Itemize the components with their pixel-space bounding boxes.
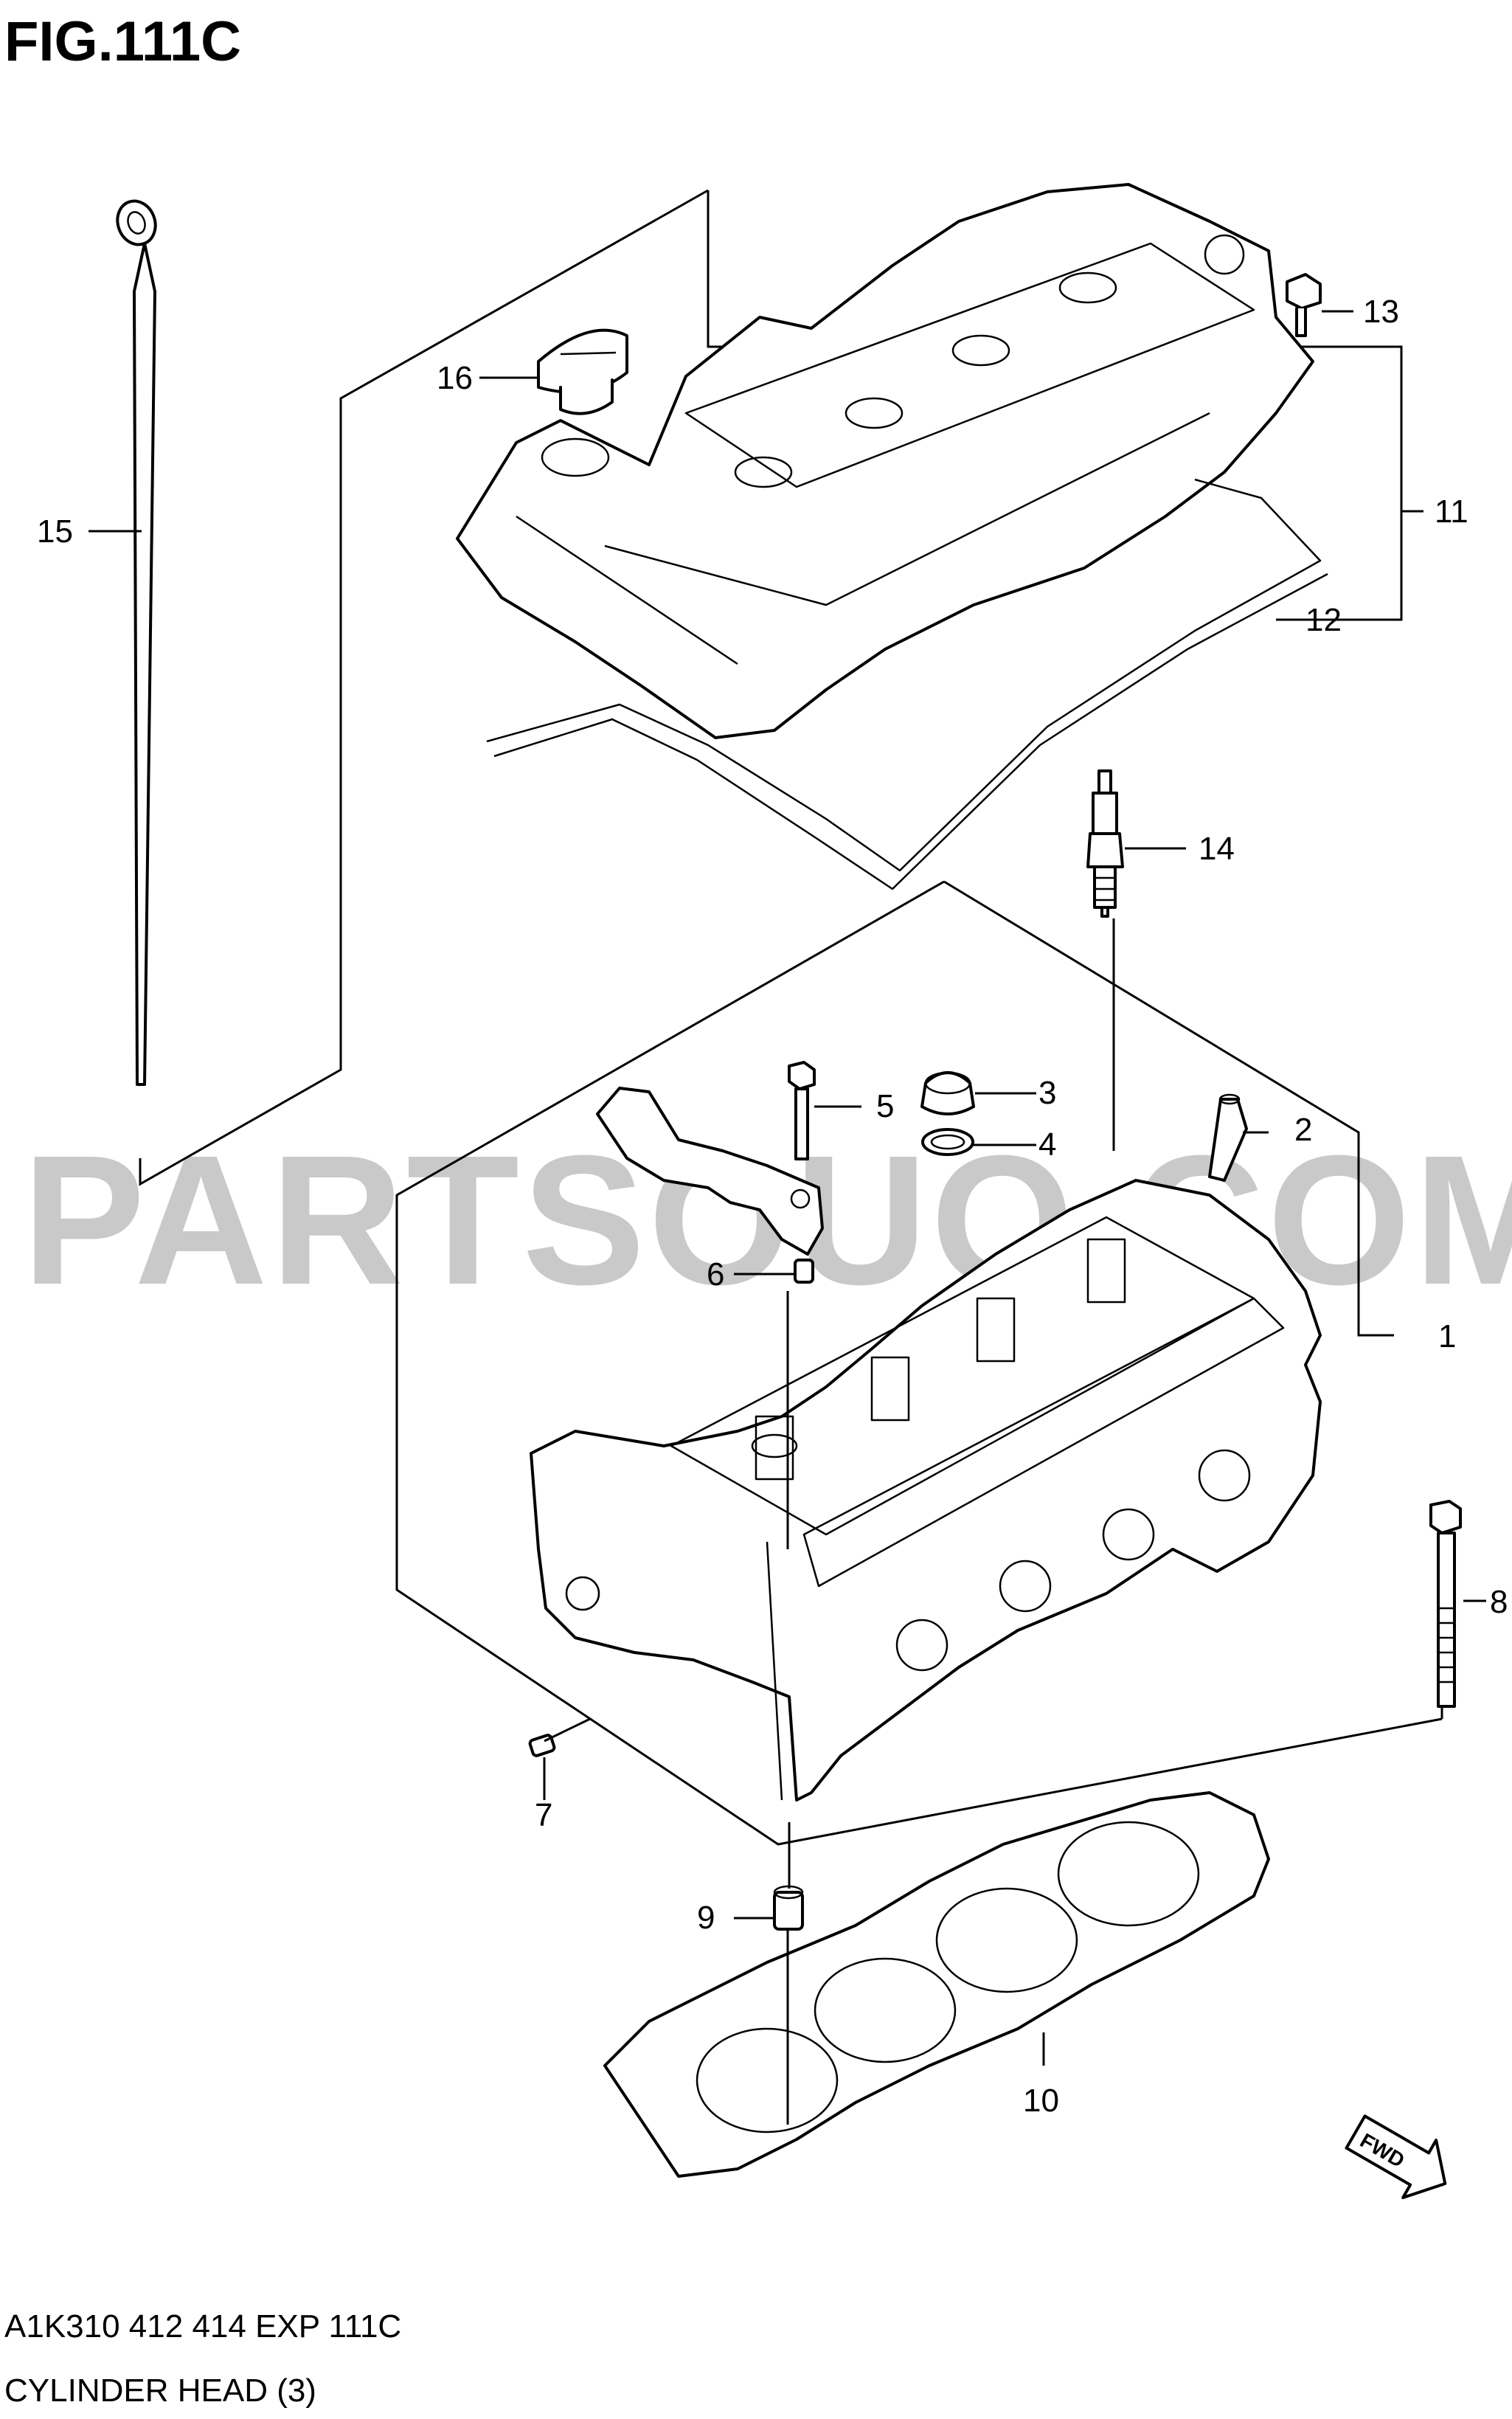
caption-line-1: A1K310 412 414 EXP 111C [4,2308,401,2344]
guide-pipe [1208,1093,1248,1182]
figure-title: FIG.111C [4,10,241,73]
callout-6: 6 [707,1256,724,1292]
dowel-pin-upper [794,1259,814,1284]
cover-group-outline [707,190,1403,621]
callout-7: 7 [535,1797,552,1833]
leader-lines [89,310,1486,2125]
cylinder-head [530,1179,1322,1802]
fwd-arrow: FWD [1345,2114,1447,2199]
caption-line-2: CYLINDER HEAD (3) [4,2373,316,2409]
callout-4: 4 [1038,1127,1056,1163]
callout-9: 9 [697,1900,715,1936]
dowel-pin-lower [773,1885,804,1931]
oil-filler-cap [537,328,628,415]
callout-14: 14 [1199,831,1235,867]
o-ring [921,1128,974,1156]
callout-5: 5 [876,1088,894,1124]
cylinder-head-cover [456,183,1314,739]
callout-16: 16 [437,360,473,396]
head-gasket [603,1791,1270,2178]
callout-3: 3 [1038,1075,1056,1111]
caption: A1K310 412 414 EXP 111C CYLINDER HEAD (3… [4,2308,401,2409]
callout-12: 12 [1305,602,1342,638]
cover-bolt [1286,273,1322,337]
cam-cap-bolt [788,1061,816,1160]
dipstick [116,199,157,1086]
cover-group-outline-left [139,189,709,1186]
callout-8: 8 [1490,1584,1508,1620]
callout-15: 15 [37,513,73,550]
callout-1: 1 [1438,1318,1456,1354]
callout-10: 10 [1023,2083,1059,2119]
head-bolt [1429,1500,1462,1708]
spark-plug [1086,769,1124,918]
callout-13: 13 [1363,294,1399,330]
callout-labels: 1 2 3 4 5 6 7 8 9 10 11 12 13 14 15 16 [37,294,1508,2119]
callout-2: 2 [1294,1112,1312,1148]
head-cover-gasket [486,478,1328,890]
head-group-outline-b [395,880,1443,1846]
seal-cap [920,1071,975,1115]
camshaft-cap [596,1087,824,1256]
callout-11: 11 [1435,494,1468,530]
